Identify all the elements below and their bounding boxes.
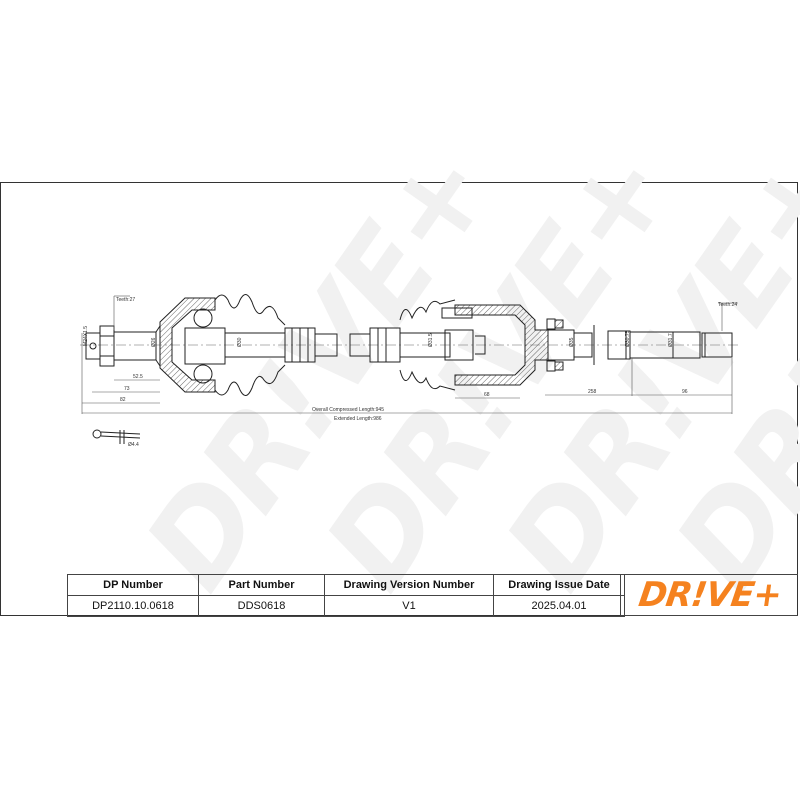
drive-shaft-drawing: Teeth:27 Teeth:24 M24X1.5 Ø26 Ø30 Ø31.5 … bbox=[80, 294, 740, 448]
teeth-left-label: Teeth:27 bbox=[116, 297, 135, 303]
svg-text:96: 96 bbox=[682, 389, 688, 395]
svg-text:Ø26: Ø26 bbox=[151, 337, 157, 347]
drive-logo: DR!VE+ bbox=[635, 575, 784, 615]
header-issue-date: Drawing Issue Date bbox=[493, 574, 625, 596]
header-part-number: Part Number bbox=[198, 574, 325, 596]
value-drawing-version: V1 bbox=[324, 595, 494, 617]
svg-text:68: 68 bbox=[484, 392, 490, 398]
title-block-value-row: DP2110.10.0618 DDS0618 V1 2025.04.01 bbox=[67, 595, 625, 617]
value-part-number: DDS0618 bbox=[198, 595, 325, 617]
value-issue-date: 2025.04.01 bbox=[493, 595, 625, 617]
header-drawing-version: Drawing Version Number bbox=[324, 574, 494, 596]
svg-text:Ø31.5: Ø31.5 bbox=[428, 333, 434, 347]
svg-text:82: 82 bbox=[120, 397, 126, 403]
svg-text:Ø30.75: Ø30.75 bbox=[625, 330, 631, 347]
svg-text:258: 258 bbox=[588, 389, 597, 395]
logo-cell: DR!VE+ bbox=[620, 574, 798, 616]
value-dp-number: DP2110.10.0618 bbox=[67, 595, 199, 617]
pin-diameter-label: Ø4.4 bbox=[128, 442, 139, 448]
svg-text:Ø30: Ø30 bbox=[237, 337, 243, 347]
thread-label: M24X1.5 bbox=[83, 326, 89, 346]
overall-length-label: Overall Compressed Length:945 bbox=[312, 407, 384, 413]
title-block-table: DP Number Part Number Drawing Version Nu… bbox=[67, 574, 625, 617]
svg-text:Ø35: Ø35 bbox=[569, 337, 575, 347]
svg-text:Ø31.7: Ø31.7 bbox=[668, 333, 674, 347]
teeth-right-label: Teeth:24 bbox=[718, 302, 737, 308]
title-block-header-row: DP Number Part Number Drawing Version Nu… bbox=[67, 574, 625, 596]
extended-length-label: Extended Length:986 bbox=[334, 416, 382, 422]
svg-text:52.5: 52.5 bbox=[133, 374, 143, 380]
header-dp-number: DP Number bbox=[67, 574, 199, 596]
svg-text:73: 73 bbox=[124, 386, 130, 392]
